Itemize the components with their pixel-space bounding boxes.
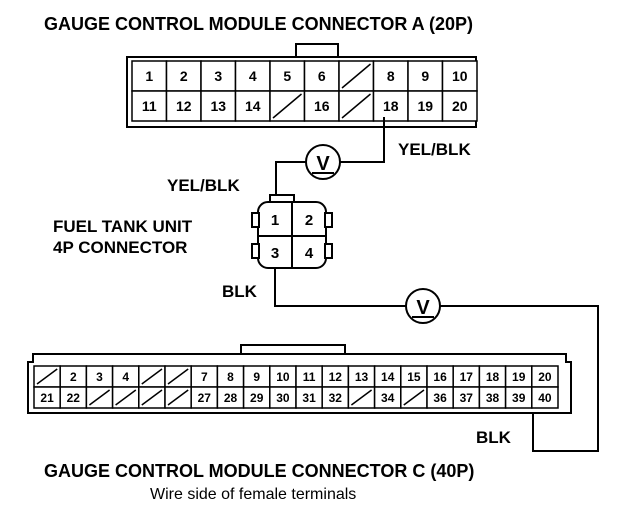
- connector-c-pin-label: 17: [460, 370, 474, 384]
- fuel-tank-label-line2: 4P CONNECTOR: [53, 238, 188, 257]
- connector-c-pin-label: 3: [96, 370, 103, 384]
- connector-c-pin-label: 29: [250, 391, 264, 405]
- connector-a-cavity: [441, 60, 478, 92]
- connector-c-pin-label: 39: [512, 391, 526, 405]
- connector-a-pin-label: 13: [210, 98, 226, 114]
- connector-a-cavity: [165, 60, 202, 92]
- connector-c-pin-label: 12: [329, 370, 343, 384]
- connector-a-empty-cavity: [272, 93, 302, 119]
- wire-yel-blk: [275, 117, 385, 196]
- connector-c-empty-cavity: [403, 389, 425, 406]
- connector-c-pin-label: 38: [486, 391, 500, 405]
- connector-c-pin-label: 11: [303, 370, 316, 384]
- connector-c-pin-label: 27: [198, 391, 212, 405]
- connector-c-pin-label: 40: [538, 391, 552, 405]
- connector-a-title: GAUGE CONTROL MODULE CONNECTOR A (20P): [44, 14, 474, 34]
- connector-c-pin-label: 21: [40, 391, 54, 405]
- connector-c-empty-cavity: [167, 368, 189, 385]
- connector-c-pin-label: 18: [486, 370, 500, 384]
- voltmeter-icon: V: [405, 288, 441, 324]
- connector-c-empty-cavity: [141, 368, 163, 385]
- wire-blk: [274, 268, 599, 452]
- connector-a-cavity: [131, 90, 168, 122]
- connector-a-cavity: [165, 90, 202, 122]
- connector-a-pin-label: 2: [180, 68, 188, 84]
- connector-c-empty-cavity: [167, 389, 189, 406]
- connector-c-pin-label: 36: [433, 391, 447, 405]
- wire-label-yel-blk-right: YEL/BLK: [398, 140, 471, 159]
- connector-a-pin-label: 11: [142, 98, 157, 114]
- fuel-tank-connector: 1 2 3 4: [251, 194, 333, 269]
- connector-c-pin-label: 4: [122, 370, 129, 384]
- connector-a-empty-cavity: [341, 63, 371, 89]
- connector-c-pin-label: 22: [67, 391, 81, 405]
- connector-c-pin-label: 34: [381, 391, 395, 405]
- connector-c-pin-label: 14: [381, 370, 395, 384]
- connector-c-pin-label: 32: [329, 391, 343, 405]
- connector-c-pin-label: 30: [276, 391, 290, 405]
- connector-c-cavity: [531, 386, 559, 409]
- connector-c-pin-label: 15: [407, 370, 421, 384]
- connector-a-latch: [295, 43, 339, 59]
- connector-c-empty-cavity: [141, 389, 163, 406]
- connector-a-cavity: [372, 60, 409, 92]
- connector-c-empty-cavity: [88, 389, 111, 406]
- wire-label-blk-left: BLK: [222, 282, 257, 301]
- connector-c-pin-label: 37: [460, 391, 474, 405]
- connector-c-pin-label: 10: [276, 370, 290, 384]
- connector-c-pin-label: 7: [201, 370, 208, 384]
- fuel-tank-pin-2: 2: [305, 212, 313, 229]
- connector-c-empty-cavity: [36, 368, 58, 385]
- connector-c-pin-label: 19: [512, 370, 526, 384]
- fuel-tank-pin-4: 4: [305, 245, 314, 262]
- connector-a-pin-label: 8: [387, 68, 395, 84]
- connector-c-pin-label: 2: [70, 370, 77, 384]
- connector-c-title: GAUGE CONTROL MODULE CONNECTOR C (40P): [44, 461, 475, 481]
- connector-a-pin-label: 16: [314, 98, 330, 114]
- connector-a-cavity: [441, 90, 478, 122]
- connector-c-pin-label: 20: [538, 370, 552, 384]
- connector-a-pin-label: 19: [417, 98, 433, 114]
- connector-a-cavity: [372, 90, 409, 122]
- connector-c-pin-label: 31: [302, 391, 316, 405]
- connector-c-pin-label: 8: [227, 370, 234, 384]
- connector-a-pin-label: 6: [318, 68, 326, 84]
- voltmeter-icon: V: [305, 144, 341, 180]
- connector-c-pin-label: 13: [355, 370, 369, 384]
- connector-a-pin-label: 3: [214, 68, 222, 84]
- wire-label-yel-blk-left: YEL/BLK: [167, 176, 240, 195]
- connector-a-pin-label: 1: [145, 68, 153, 84]
- connector-a-pin-label: 14: [245, 98, 261, 114]
- connector-a-cavity: [234, 90, 271, 122]
- connector-a-pin-label: 12: [176, 98, 192, 114]
- connector-a-pin-label: 18: [383, 98, 399, 114]
- voltmeter-symbol: V: [416, 297, 430, 319]
- connector-c-subtitle: Wire side of female terminals: [150, 486, 357, 503]
- fuel-tank-label-line1: FUEL TANK UNIT: [53, 217, 193, 236]
- connector-a-pin-label: 4: [249, 68, 257, 84]
- connector-a-pin-label: 9: [421, 68, 429, 84]
- connector-c-pin-label: 16: [433, 370, 447, 384]
- connector-c-pin-label: 9: [253, 370, 260, 384]
- connector-a-pin-label: 10: [452, 68, 468, 84]
- connector-a-cavity: [200, 90, 237, 122]
- connector-c-empty-cavity: [115, 389, 137, 406]
- wire-label-blk-right: BLK: [476, 428, 511, 447]
- connector-a-pin-label: 5: [283, 68, 291, 84]
- connector-a-empty-cavity: [341, 93, 371, 119]
- voltmeter-symbol: V: [316, 153, 330, 175]
- connector-a-cavity: [200, 60, 237, 92]
- fuel-tank-pin-1: 1: [271, 212, 279, 229]
- connector-a-pin-label: 20: [452, 98, 468, 114]
- connector-a-cavity: [407, 90, 444, 122]
- connector-c-pin-label: 28: [224, 391, 238, 405]
- connector-c-empty-cavity: [350, 389, 373, 406]
- fuel-tank-pin-3: 3: [271, 245, 279, 262]
